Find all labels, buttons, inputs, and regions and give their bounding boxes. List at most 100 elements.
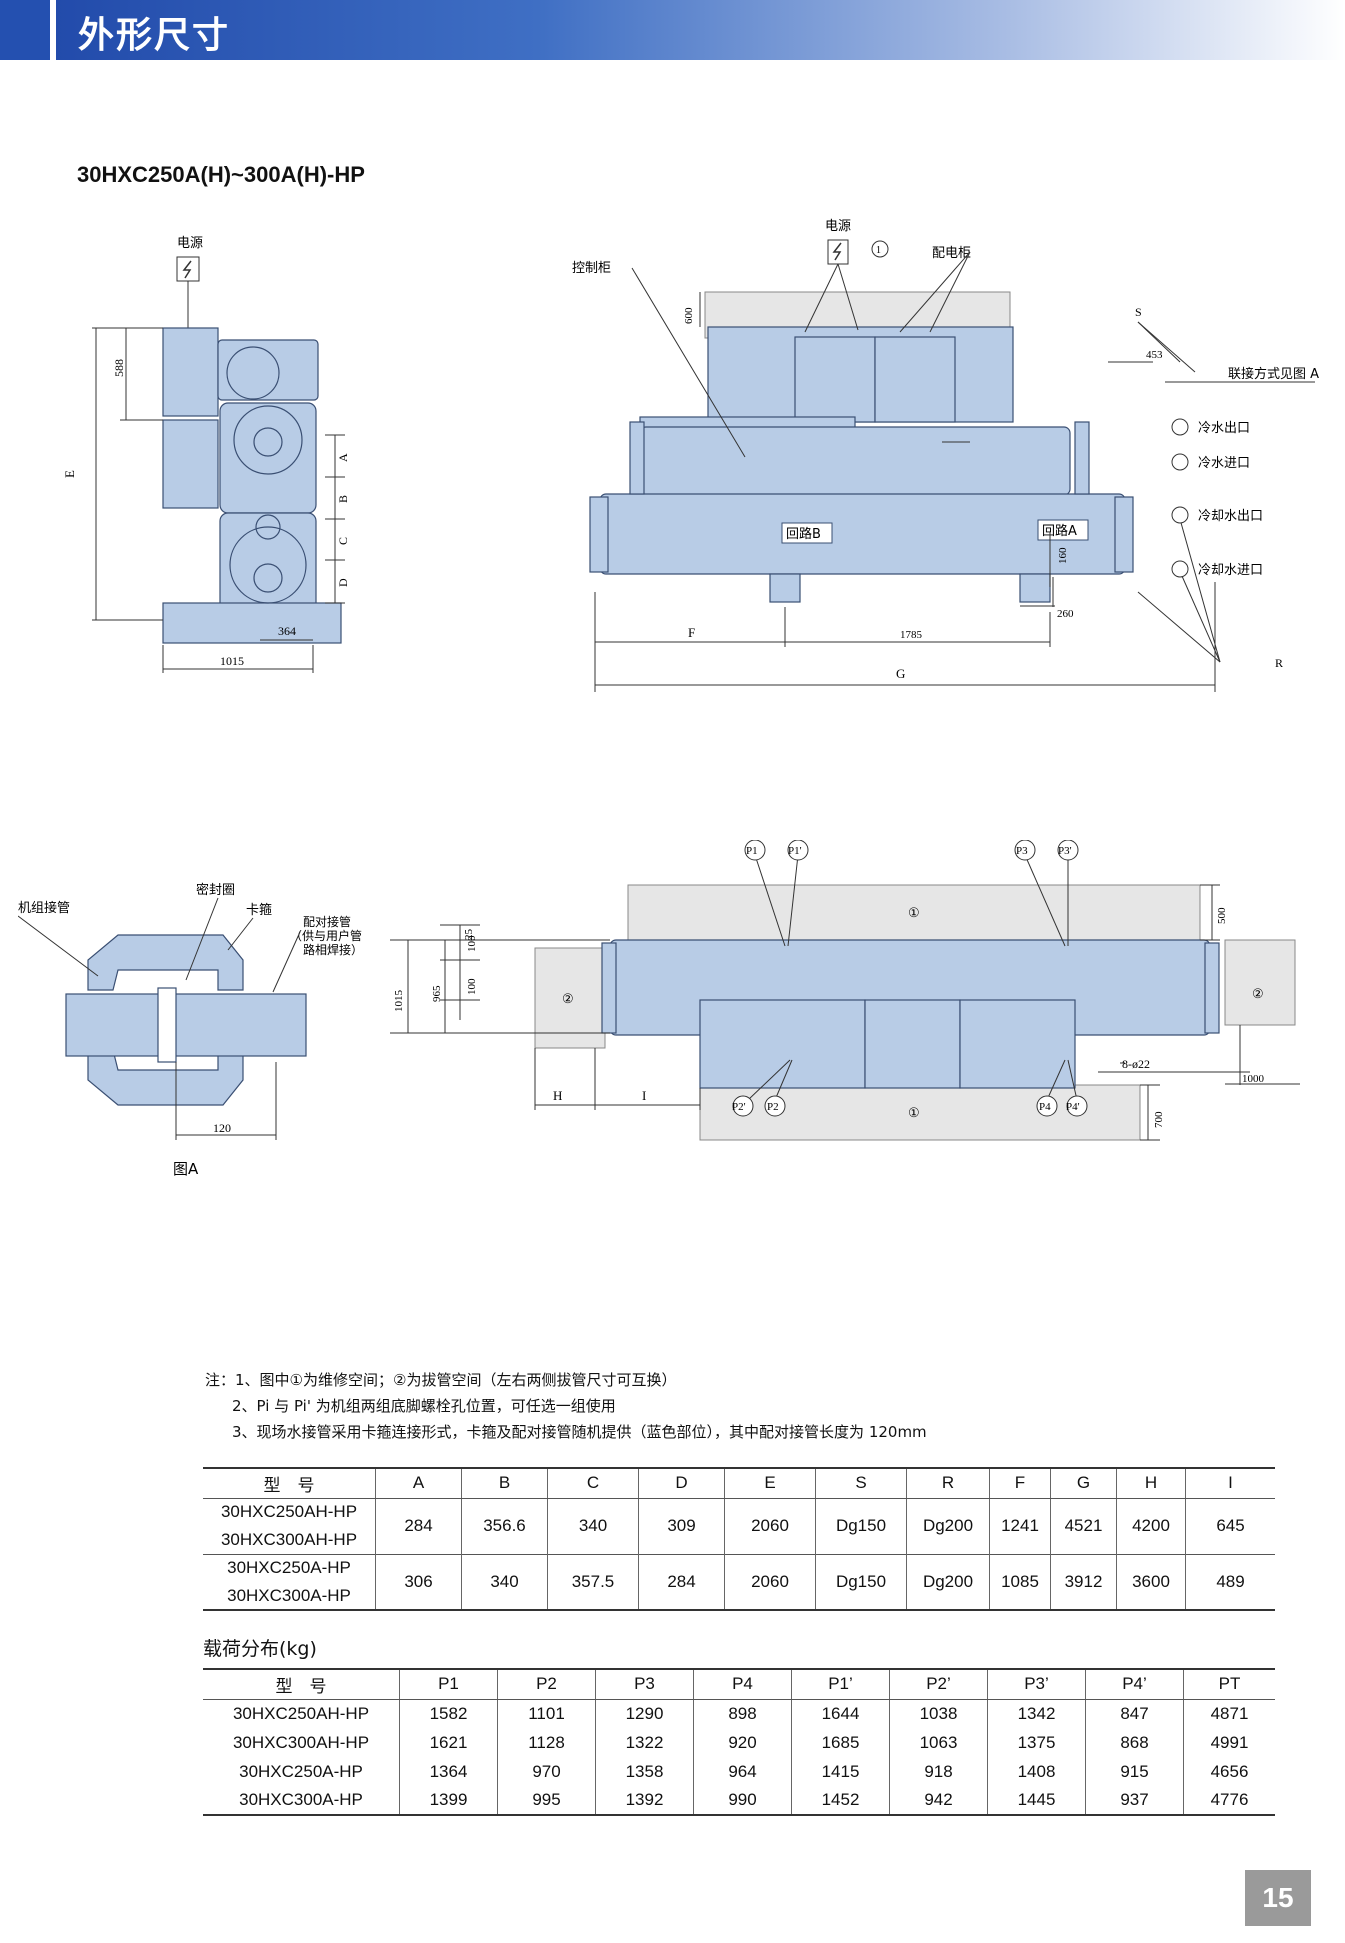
value-cell: 1415 [791,1757,890,1786]
bolt-hole-label: 8-ø22 [1122,1057,1150,1071]
power-label: 电源 [825,219,851,234]
figure-a-caption: 图A [173,1160,199,1178]
model-cell: 30HXC250A-HP [239,1761,363,1781]
value-cell: 356.6 [461,1498,548,1554]
dim-h: H [553,1088,562,1103]
side-view-drawing: 电源 E 588 A B C [62,236,350,673]
col-header: C [547,1468,639,1499]
value-cell: 1399 [399,1786,498,1815]
cooling-water-inlet-label: 冷却水进口 [1198,563,1263,578]
dim-500: 500 [1216,907,1228,924]
value-cell: 357.5 [547,1554,639,1610]
table-row: 30HXC300AH-HP 1621 1128 1322 920 1685 10… [203,1728,1275,1757]
point-p4: P4 [1039,1101,1051,1113]
point-p3: P3 [1016,845,1028,857]
value-cell: Dg150 [815,1498,907,1554]
dim-965: 965 [431,985,443,1002]
value-cell: 489 [1185,1554,1275,1610]
dim-160: 160 [1057,547,1069,564]
value-cell: 340 [547,1498,639,1554]
value-cell: Dg150 [815,1554,907,1610]
table-row: 30HXC250A-HP 1364 970 1358 964 1415 918 … [203,1757,1275,1786]
dim-a: A [336,453,350,462]
connection-note: 联接方式见图 A [1228,366,1319,382]
value-cell: 4200 [1116,1498,1186,1554]
dim-1785: 1785 [900,629,923,641]
dim-e: E [62,470,77,478]
col-header: P4’ [1085,1669,1184,1700]
dim-453: 453 [1146,349,1163,361]
value-cell: Dg200 [906,1554,990,1610]
value-cell: 340 [461,1554,548,1610]
col-header: F [989,1468,1051,1499]
dim-25: 25 [463,929,475,941]
value-cell: 1128 [497,1728,596,1757]
col-header: P3 [595,1669,694,1700]
col-header: P2 [497,1669,596,1700]
value-cell: 1322 [595,1728,694,1757]
value-cell: 1101 [497,1699,596,1728]
value-cell: 4776 [1183,1786,1275,1815]
model-cell: 30HXC250AH-HP [220,1502,358,1522]
point-p2: P2 [767,1101,779,1113]
chilled-water-inlet-label: 冷水进口 [1198,456,1250,471]
value-cell: 1375 [987,1728,1086,1757]
tube-pull-space-left [534,947,606,1049]
dim-i: I [642,1088,646,1103]
circuit-b-label: 回路B [786,526,821,542]
distribution-cabinet-label: 配电柜 [932,246,971,261]
value-cell: 868 [1085,1728,1184,1757]
point-p2-prime: P2' [732,1101,746,1113]
value-cell: 3912 [1050,1554,1117,1610]
col-header: P1’ [791,1669,890,1700]
table-row: 30HXC250AH-HP 1582 1101 1290 898 1644 10… [203,1699,1275,1728]
value-cell: 918 [889,1757,988,1786]
circle-1-label: 1 [876,245,881,256]
seal-label: 密封圈 [196,882,235,898]
cooling-water-outlet-label: 冷却水出口 [1198,509,1263,524]
col-header: G [1050,1468,1117,1499]
dim-600: 600 [683,307,695,324]
col-header: E [724,1468,816,1499]
pipe-icon [1171,560,1189,578]
table-row: 30HXC250A-HP 306 340 357.5 284 2060 Dg15… [203,1554,1275,1610]
value-cell: 1445 [987,1786,1086,1815]
model-cell: 30HXC250A-HP [227,1558,351,1578]
value-cell: 1241 [989,1498,1051,1554]
value-cell: 1063 [889,1728,988,1757]
model-cell: 30HXC300A-HP [227,1585,351,1605]
tube-pull-label-left: ② [562,991,574,1006]
point-p1: P1 [746,845,758,857]
value-cell: 1038 [889,1699,988,1728]
col-header: 型 号 [203,1468,376,1499]
value-cell: 309 [638,1498,725,1554]
dim-f: F [688,625,695,640]
model-cell: 30HXC250AH-HP [232,1703,370,1723]
col-header: P1 [399,1669,498,1700]
col-header: D [638,1468,725,1499]
dim-120: 120 [213,1121,231,1135]
model-cell: 30HXC300A-HP [239,1790,363,1809]
table-row: 30HXC250AH-HP 284 356.6 340 309 2060 Dg1… [203,1498,1275,1554]
value-cell: 1621 [399,1728,498,1757]
col-header: P3’ [987,1669,1086,1700]
dim-d: D [336,578,350,587]
dim-100-b: 100 [466,978,478,995]
load-distribution-title: 载荷分布(kg) [203,1638,317,1660]
value-cell: 284 [375,1498,462,1554]
value-cell: 1290 [595,1699,694,1728]
s-label: S [1135,305,1142,319]
pipe-icon [1171,418,1189,436]
value-cell: 1342 [987,1699,1086,1728]
value-cell: 990 [693,1786,792,1815]
pipe-label: 机组接管 [18,900,70,916]
value-cell: 1364 [399,1757,498,1786]
page-number: 15 [1245,1870,1311,1926]
dim-1015: 1015 [393,990,405,1013]
note-2: 2、Pi 与 Pi' 为机组两组底脚螺栓孔位置，可任选一组使用 [232,1397,616,1415]
header-accent-bar [0,0,50,60]
value-cell: 4991 [1183,1728,1275,1757]
circuit-a-label: 回路A [1042,523,1077,539]
value-cell: 306 [375,1554,462,1610]
tube-pull-label-right: ② [1252,986,1264,1001]
